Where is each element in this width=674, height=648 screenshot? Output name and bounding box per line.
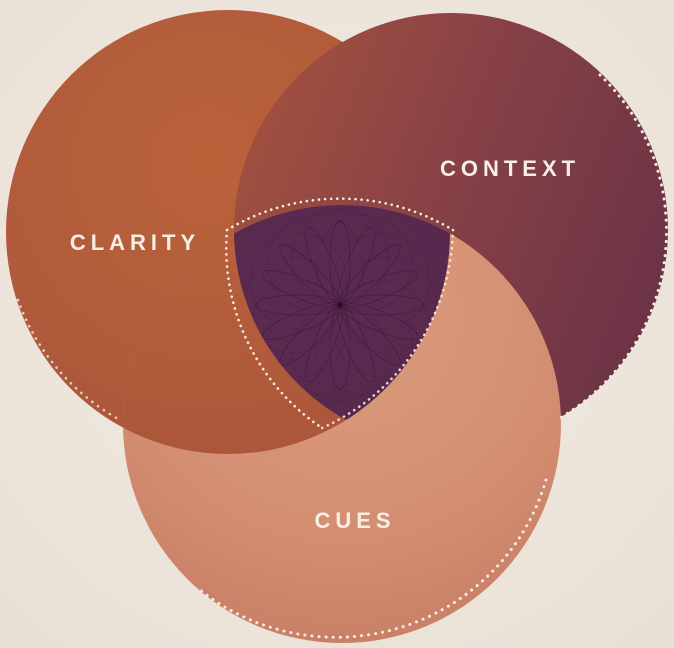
center-dotted-top [225,197,455,232]
clarity-label: CLARITY [70,230,200,255]
rosette-ring [315,298,413,395]
dotted-outlines [16,73,668,639]
cues-label: CUES [314,508,395,533]
clarity-dotted-arc [16,298,122,422]
context-label: CONTEXT [440,156,580,181]
rosette-ring [267,215,365,312]
rosette-ring [315,215,413,312]
center-dotted-left [225,228,324,430]
rosette-ring [267,298,365,395]
context-dotted-arc [558,73,668,420]
rosette-ring [333,232,430,330]
rosette-ring [250,232,347,330]
cues-dotted-arc [198,478,548,639]
